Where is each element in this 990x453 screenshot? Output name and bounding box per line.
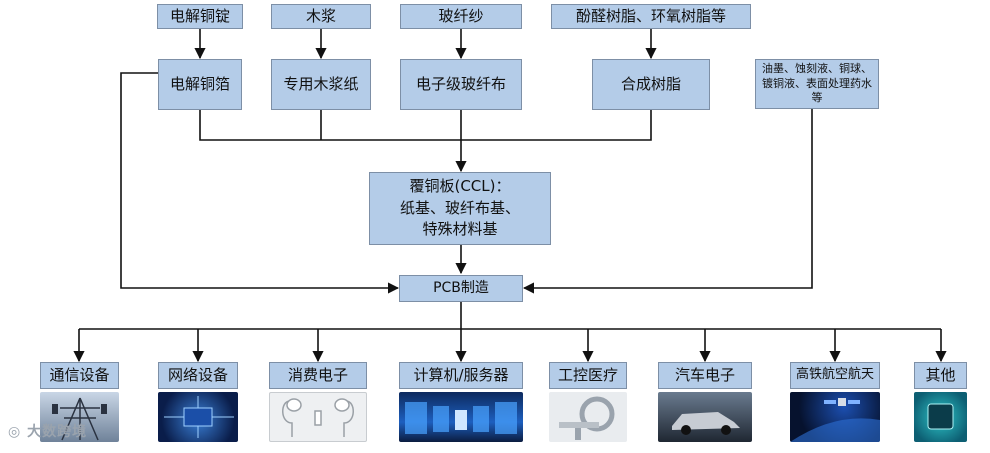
application-medical: 工控医疗: [549, 362, 627, 389]
watermark: ◎ 大数跨境: [8, 421, 87, 441]
ccl-line2: 纸基、玻纤布基、: [399, 198, 520, 217]
application-computer: 计算机/服务器: [399, 362, 523, 389]
cpu-chip-image: [914, 392, 967, 442]
glass-yarn-box: 玻纤纱: [400, 4, 522, 29]
watermark-text: 大数跨境: [27, 424, 88, 440]
synthetic-resin-box: 合成树脂: [592, 59, 710, 110]
copper-foil-box: 电解铜箔: [158, 59, 242, 110]
pulp-paper-box: 专用木浆纸: [271, 59, 371, 110]
application-aerospace: 高铁航空航天: [790, 362, 880, 389]
arrow-chemicals-to-pcb: [522, 109, 813, 294]
medical-scanner-image: [549, 392, 627, 442]
ccl-box: 覆铜板(CCL)： 纸基、玻纤布基、 特殊材料基: [369, 172, 551, 245]
application-telecom: 通信设备: [40, 362, 119, 389]
application-consumer: 消费电子: [269, 362, 367, 389]
glass-cloth-box: 电子级玻纤布: [400, 59, 522, 110]
network-chip-image: [158, 392, 238, 442]
watermark-logo-icon: ◎: [8, 424, 22, 440]
pcb-box: PCB制造: [399, 275, 523, 302]
copper-ingot-box: 电解铜锭: [157, 4, 243, 29]
merge-line-intermediates: [199, 110, 652, 141]
wood-pulp-box: 木浆: [271, 4, 371, 29]
server-room-image: [399, 392, 523, 442]
earphones-image: [269, 392, 367, 442]
chemicals-box: 油墨、蚀刻液、铜球、镀铜液、表面处理药水等: [755, 59, 879, 109]
ccl-title: 覆铜板(CCL)：: [409, 176, 511, 195]
telecom-tower-image: [40, 392, 119, 442]
car-image: [658, 392, 752, 442]
satellite-image: [790, 392, 880, 442]
ccl-line3: 特殊材料基: [422, 220, 498, 239]
arrow-copper-foil-to-pcb: [120, 72, 400, 294]
resins-box: 酚醛树脂、环氧树脂等: [551, 4, 751, 29]
application-auto: 汽车电子: [658, 362, 752, 389]
application-network: 网络设备: [158, 362, 238, 389]
application-other: 其他: [914, 362, 967, 389]
